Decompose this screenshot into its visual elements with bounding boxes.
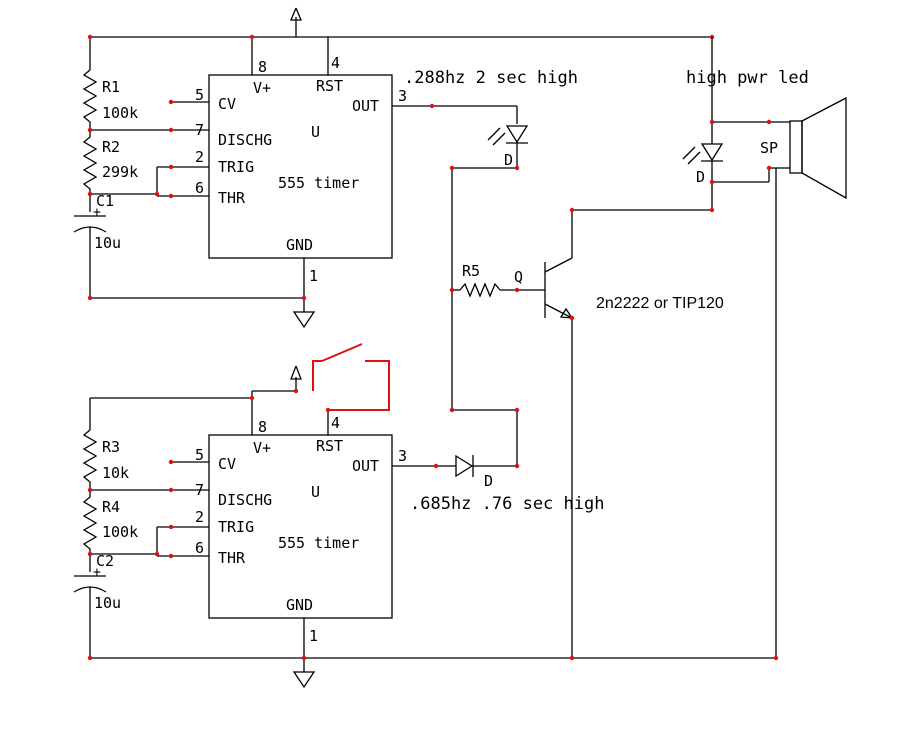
pin8-num: 8 — [258, 58, 267, 76]
gnd-label: GND — [286, 236, 313, 254]
r2-value: 299k — [102, 163, 138, 181]
c1-plus: + — [93, 205, 101, 220]
pin2-num-b: 2 — [195, 508, 204, 526]
out-label-b: OUT — [352, 457, 379, 475]
ic-label: 555 timer — [278, 174, 359, 192]
pin6-num-b: 6 — [195, 539, 204, 557]
cv-label-b: CV — [218, 455, 236, 473]
top-timer-wiring — [73, 7, 712, 410]
top-timer-nodes — [87, 34, 715, 301]
thr-label-b: THR — [218, 549, 246, 567]
thr-label: THR — [218, 189, 246, 207]
r3-value: 10k — [102, 464, 129, 482]
r2-name: R2 — [102, 138, 120, 156]
pin3-num: 3 — [398, 87, 407, 105]
output-stage-wiring — [452, 37, 847, 659]
rst-label-b: RST — [316, 437, 343, 455]
c2-name: C2 — [96, 552, 114, 570]
trig-label-b: TRIG — [218, 518, 254, 536]
vplus-label: V+ — [253, 79, 271, 97]
pin3-num-b: 3 — [398, 447, 407, 465]
pin2-num: 2 — [195, 148, 204, 166]
c2-value: 10u — [94, 594, 121, 612]
unit-letter: U — [311, 123, 320, 141]
bottom-timer-nodes — [87, 388, 779, 661]
pin5-num-b: 5 — [195, 446, 204, 464]
r3-name: R3 — [102, 438, 120, 456]
speaker-label: SP — [760, 139, 778, 157]
gnd-label-b: GND — [286, 596, 313, 614]
trig-label: TRIG — [218, 158, 254, 176]
dischg-label-b: DISCHG — [218, 491, 272, 509]
pin7-num: 7 — [195, 121, 204, 139]
r4-name: R4 — [102, 498, 120, 516]
pin1-num: 1 — [309, 267, 318, 285]
dischg-label: DISCHG — [218, 131, 272, 149]
ic-bottom-555 — [208, 434, 393, 619]
c1-value: 10u — [94, 234, 121, 252]
cv-label: CV — [218, 95, 236, 113]
out-label: OUT — [352, 97, 379, 115]
ic-top-555 — [208, 74, 393, 259]
diode-d-label: D — [484, 472, 493, 490]
transistor-note: 2n2222 or TIP120 — [596, 295, 724, 312]
ic-label-b: 555 timer — [278, 534, 359, 552]
r1-value: 100k — [102, 104, 138, 122]
r4-value: 100k — [102, 523, 138, 541]
r1-name: R1 — [102, 78, 120, 96]
pin4-num-b: 4 — [331, 414, 340, 432]
pin5-num: 5 — [195, 86, 204, 104]
pin7-num-b: 7 — [195, 481, 204, 499]
pin1-num-b: 1 — [309, 627, 318, 645]
r5-label: R5 — [462, 262, 480, 280]
c2-plus: + — [93, 565, 101, 580]
led-note: high pwr led — [686, 68, 809, 88]
output-stage-nodes — [449, 119, 772, 321]
pin6-num: 6 — [195, 179, 204, 197]
unit-letter-b: U — [311, 483, 320, 501]
q-label: Q — [514, 268, 523, 286]
rst-label: RST — [316, 77, 343, 95]
pin8-num-b: 8 — [258, 418, 267, 436]
timer1-note: .288hz 2 sec high — [404, 68, 578, 88]
top-led-d-label: D — [504, 151, 513, 169]
led-d-label: D — [696, 168, 705, 186]
reset-switch[interactable] — [312, 343, 390, 411]
c1-name: C1 — [96, 192, 114, 210]
bottom-timer-wiring — [73, 365, 776, 689]
vplus-label-b: V+ — [253, 439, 271, 457]
timer2-note: .685hz .76 sec high — [410, 494, 604, 514]
pin4-num: 4 — [331, 54, 340, 72]
